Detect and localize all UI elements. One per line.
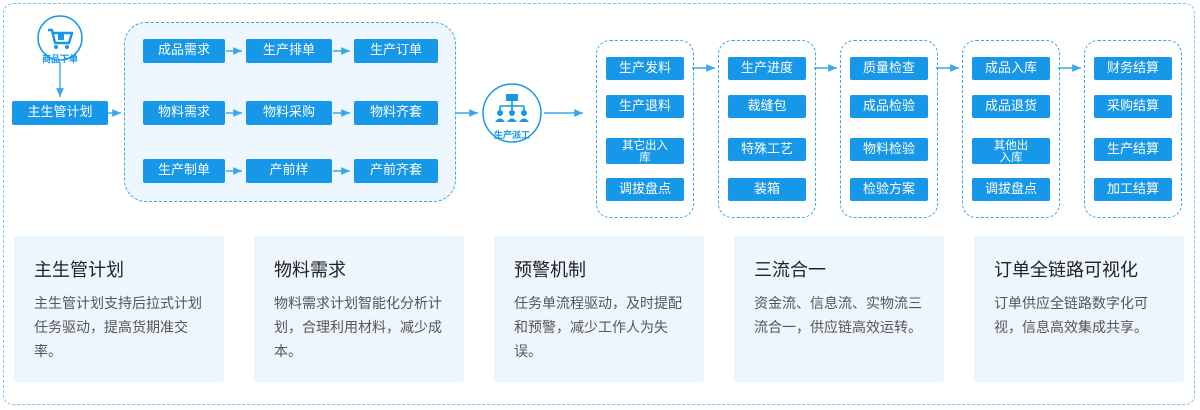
process-node-c5-2: 采购结算: [1094, 95, 1172, 118]
flow-node-r2-c3: 物料齐套: [354, 101, 438, 125]
process-node-c2-1: 生产进度: [728, 57, 806, 80]
process-node-c3-1: 质量检查: [850, 57, 928, 80]
feature-card-title: 预警机制: [514, 260, 586, 281]
feature-card-title: 订单全链路可视化: [994, 260, 1138, 281]
feature-card-title: 三流合一: [754, 260, 826, 281]
flow-node-r3-c1: 生产制单: [143, 159, 225, 183]
process-node-c4-1: 成品入库: [972, 57, 1050, 80]
process-node-c1-4: 调拔盘点: [606, 178, 684, 201]
feature-card-title: 物料需求: [274, 260, 346, 281]
process-node-c1-2: 生产退料: [606, 95, 684, 118]
feature-card-3: 预警机制任务单流程驱动，及时提配和预警，减少工作人为失误。: [494, 236, 704, 382]
flow-node-r2-c1: 物料需求: [143, 101, 225, 125]
feature-card-4: 三流合一资金流、信息流、实物流三流合一，供应链高效运转。: [734, 236, 944, 382]
diagram-frame: [3, 3, 1195, 405]
flow-node-r3-c3: 产前齐套: [354, 159, 438, 183]
org-dispatch-icon: [482, 83, 542, 143]
master-plan-node: 主生管计划: [12, 101, 108, 125]
feature-card-5: 订单全链路可视化订单供应全链路数字化可视，信息高效集成共享。: [974, 236, 1184, 382]
process-node-c2-3: 特殊工艺: [728, 138, 806, 161]
flow-node-r2-c2: 物料采购: [246, 101, 332, 125]
feature-card-desc: 任务单流程驱动，及时提配和预警，减少工作人为失误。: [514, 296, 682, 360]
feature-card-1: 主生管计划主生管计划支持后拉式计划任务驱动，提高货期准交率。: [14, 236, 224, 382]
process-node-c1-1: 生产发料: [606, 57, 684, 80]
process-node-c4-4: 调拔盘点: [972, 178, 1050, 201]
feature-card-title: 主生管计划: [34, 260, 124, 281]
process-node-c5-1: 财务结算: [1094, 57, 1172, 80]
flow-node-r1-c2: 生产排单: [246, 39, 332, 63]
feature-card-desc: 主生管计划支持后拉式计划任务驱动，提高货期准交率。: [34, 296, 202, 360]
feature-card-desc: 订单供应全链路数字化可视，信息高效集成共享。: [994, 296, 1148, 336]
process-node-c3-4: 检验方案: [850, 178, 928, 201]
process-node-c5-3: 生产结算: [1094, 138, 1172, 161]
process-node-c3-2: 成品检验: [850, 95, 928, 118]
order-node: 商品下单: [36, 14, 84, 65]
process-node-c4-2: 成品退货: [972, 95, 1050, 118]
dispatch-node: 生产派工: [480, 82, 544, 143]
flow-node-r1-c3: 生产订单: [354, 39, 438, 63]
process-node-c5-4: 加工结算: [1094, 178, 1172, 201]
flow-node-r1-c1: 成品需求: [143, 39, 225, 63]
process-node-c3-3: 物料检验: [850, 138, 928, 161]
feature-card-desc: 资金流、信息流、实物流三流合一，供应链高效运转。: [754, 296, 922, 336]
process-node-c2-2: 裁缝包: [728, 95, 806, 118]
feature-card-2: 物料需求物料需求计划智能化分析计划，合理利用材料，减少成本。: [254, 236, 464, 382]
feature-card-desc: 物料需求计划智能化分析计划，合理利用材料，减少成本。: [274, 296, 442, 360]
flow-node-r3-c2: 产前样: [246, 159, 332, 183]
shopping-cart-icon: [37, 15, 83, 61]
dispatch-label: 生产派工: [493, 131, 530, 141]
process-node-c4-3: 其他出 入库: [972, 138, 1050, 164]
process-node-c1-3: 其它出入 库: [606, 138, 684, 164]
order-label: 商品下单: [41, 55, 78, 65]
process-node-c2-4: 装箱: [728, 178, 806, 201]
